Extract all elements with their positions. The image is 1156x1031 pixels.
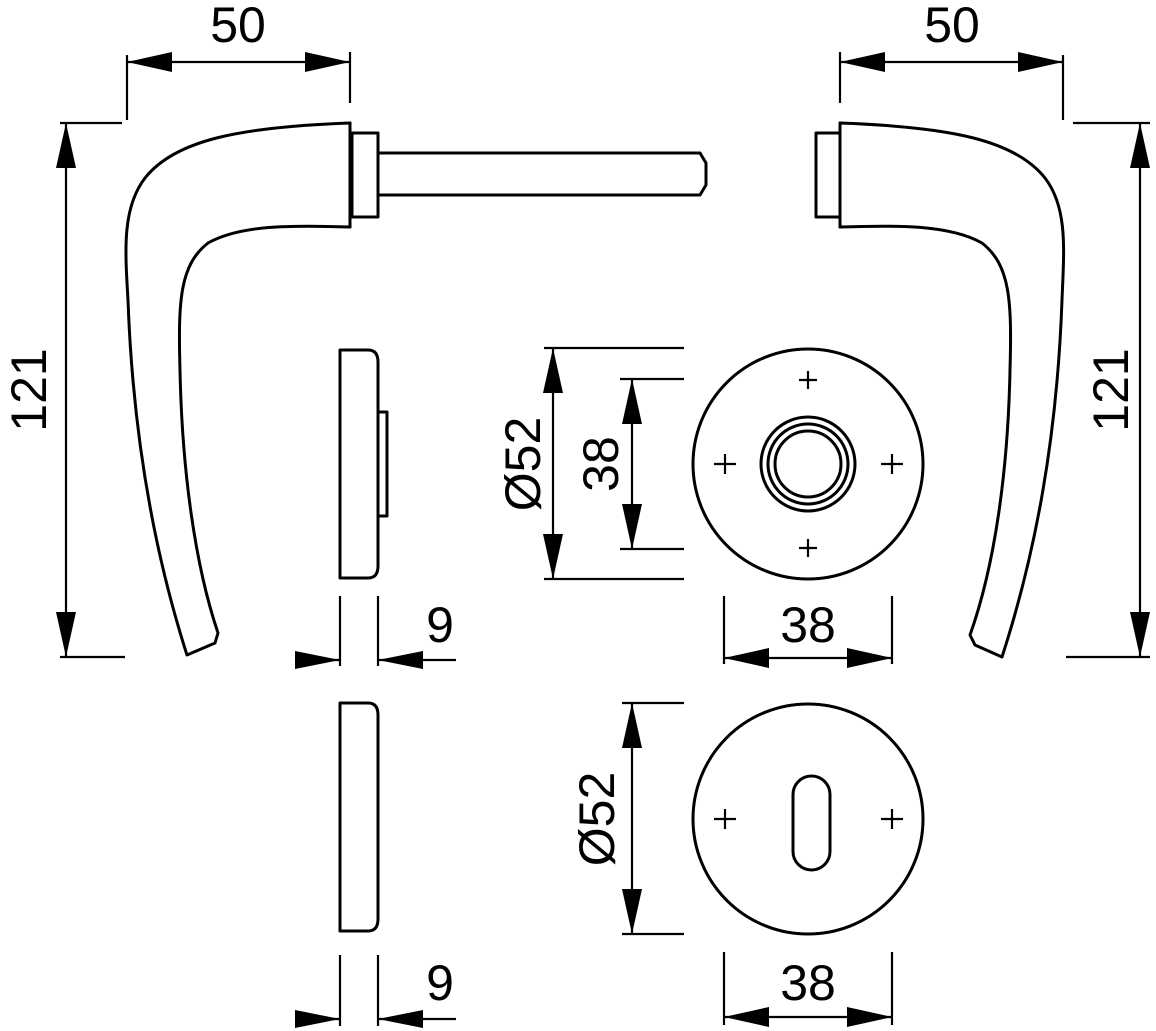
left-lever-spindle	[376, 151, 708, 197]
escutcheon-screw-spacing-dimension: 38	[722, 952, 894, 1027]
keyhole-slot	[791, 774, 832, 872]
right-lever-collar	[814, 131, 842, 219]
escutcheon-thickness-label: 9	[426, 955, 454, 1011]
rose-boss-inner	[766, 422, 850, 506]
rose-thickness-label: 9	[426, 597, 454, 653]
escutcheon-screw-marks	[714, 809, 903, 829]
rose-front-view	[691, 347, 925, 581]
rose-screw-spacing-label: 38	[780, 597, 836, 653]
right-lever-height-label: 121	[1083, 348, 1139, 431]
escutcheon-side-profile	[338, 701, 380, 933]
rose-inner-label: 38	[573, 436, 629, 492]
rose-side-view: 9	[295, 348, 456, 669]
escutcheon-side-view: 9	[295, 701, 456, 1028]
left-lever-body	[124, 121, 352, 657]
right-lever-height-dimension: 121	[1066, 121, 1150, 659]
rose-boss-outer	[759, 415, 857, 513]
rose-screw-spacing-dimension: 38	[722, 596, 894, 668]
left-lever-height-label: 121	[1, 348, 57, 431]
left-lever-width-label: 50	[210, 0, 266, 53]
escutcheon-diameter-label: Ø52	[569, 772, 625, 867]
rose-screw-marks	[714, 371, 903, 557]
rose-diameter-dimension: Ø52	[495, 346, 684, 581]
rose-side-profile	[338, 348, 380, 580]
right-lever-body	[838, 121, 1066, 659]
left-lever-height-dimension: 121	[1, 121, 125, 659]
escutcheon-screw-spacing-label: 38	[780, 955, 836, 1011]
right-lever	[814, 121, 1066, 659]
rose-spindle-hole	[773, 429, 843, 499]
right-lever-width-label: 50	[924, 0, 980, 53]
escutcheon-diameter-dimension: Ø52	[569, 701, 684, 936]
escutcheon-front-view	[691, 702, 925, 936]
left-lever-width-dimension: 50	[125, 0, 352, 120]
rose-outer-circle	[691, 347, 925, 581]
rose-diameter-label: Ø52	[495, 417, 551, 512]
rose-side-boss	[376, 410, 389, 518]
rose-inner-dimension: 38	[573, 377, 684, 551]
left-lever-collar	[350, 131, 380, 219]
right-lever-width-dimension: 50	[838, 0, 1065, 120]
escutcheon-outer-circle	[691, 702, 925, 936]
left-lever	[124, 121, 708, 657]
